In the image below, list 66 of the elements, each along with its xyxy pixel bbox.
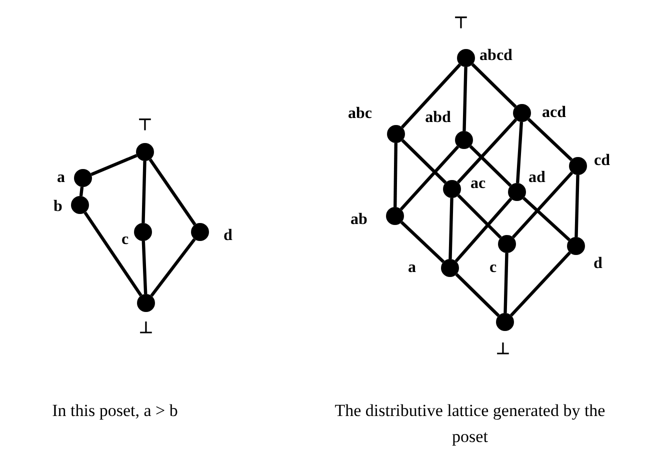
lattice-edge (456, 118, 518, 184)
lattice-edge (400, 146, 460, 210)
lattice-edge (512, 172, 574, 238)
element-label: ad (528, 170, 546, 186)
lattice-edge (400, 64, 462, 128)
element-label: ⊥ (496, 342, 510, 358)
lattice-point (71, 196, 89, 214)
element-label: b (54, 199, 62, 215)
lattice-edge (394, 142, 398, 208)
lattice-point (137, 294, 155, 312)
lattice-edge (142, 240, 148, 294)
element-label: abc (348, 106, 372, 122)
lattice-edge (84, 212, 142, 296)
element-label: ac (470, 176, 486, 192)
lattice-edge (522, 196, 570, 242)
lattice-edge (457, 194, 502, 239)
lattice-edge (150, 238, 196, 297)
element-label: a (57, 170, 65, 186)
element-label: cd (594, 153, 610, 169)
lattice-point (498, 235, 516, 253)
lattice-point (191, 223, 209, 241)
lattice-point (443, 180, 461, 198)
lattice-edge (574, 174, 580, 238)
lattice-point (387, 125, 405, 143)
lattice-point (457, 49, 475, 67)
element-label: acd (542, 105, 566, 121)
lattice-edge (504, 252, 508, 314)
lattice-point (74, 169, 92, 187)
lattice-edge (142, 160, 146, 224)
caption: The distributive lattice generated by the poset (334, 400, 606, 448)
lattice-edge (148, 158, 196, 226)
element-label: ⊤ (454, 16, 468, 32)
lattice-point (569, 157, 587, 175)
lattice-point (508, 183, 526, 201)
element-label: a (408, 260, 416, 276)
element-label: c (489, 260, 497, 276)
lattice-edge (79, 186, 84, 196)
element-label: c (121, 232, 129, 248)
lattice-point (455, 131, 473, 149)
lattice-edge (448, 198, 454, 260)
lattice-edge (527, 118, 573, 161)
lattice-point (513, 104, 531, 122)
lattice-point (441, 259, 459, 277)
lattice-edge (471, 63, 517, 108)
element-label: abcd (480, 48, 512, 64)
caption: In this poset, a > b (51, 400, 179, 422)
lattice-point (134, 223, 152, 241)
lattice-edge (401, 139, 447, 184)
lattice-edge (454, 198, 512, 262)
lattice-edge (90, 154, 138, 176)
element-label: ab (350, 212, 368, 228)
element-label: ⊤ (138, 118, 152, 134)
element-label: d (224, 228, 232, 244)
lattice-point (136, 143, 154, 161)
lattice-edge (455, 273, 500, 317)
element-label: d (594, 256, 602, 272)
lattice-point (386, 207, 404, 225)
lattice-edge (469, 145, 512, 187)
lattice-edge (516, 122, 524, 184)
lattice-point (496, 313, 514, 331)
element-label: abd (425, 110, 451, 126)
lattice-edge (400, 221, 445, 263)
lattice-edge (510, 251, 572, 317)
lattice-edge (462, 66, 468, 132)
lattice-point (567, 237, 585, 255)
element-label: ⊥ (139, 321, 153, 337)
